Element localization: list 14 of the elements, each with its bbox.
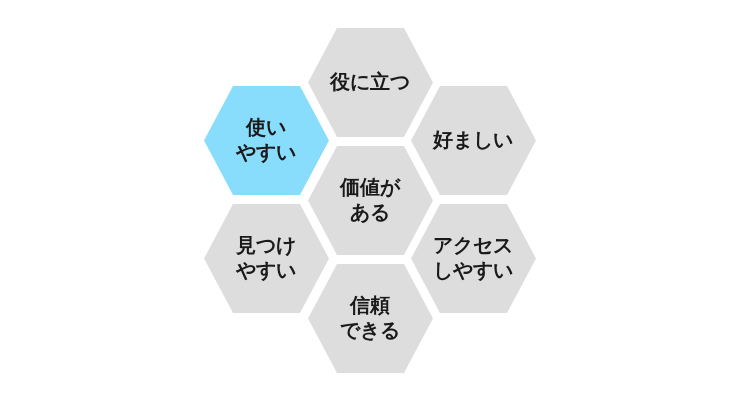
hexagon-tile	[410, 86, 536, 194]
tile-label: アクセスしやすい	[433, 233, 513, 283]
tile-label: 使いやすい	[236, 115, 296, 165]
tile-label: 見つけやすい	[236, 233, 296, 283]
hexagon-tile	[308, 146, 432, 254]
hexagon-tile	[308, 28, 432, 136]
hexagon-tile	[410, 204, 536, 312]
tile-label: 信頼できる	[340, 293, 400, 343]
tile-label: 価値がある	[340, 175, 400, 225]
tile-label: 好ましい	[433, 128, 513, 152]
hexagon-tile	[204, 204, 328, 312]
tile-label: 役に立つ	[330, 70, 410, 94]
hexagon-tile	[204, 86, 328, 194]
hexagon-tile	[308, 264, 432, 372]
